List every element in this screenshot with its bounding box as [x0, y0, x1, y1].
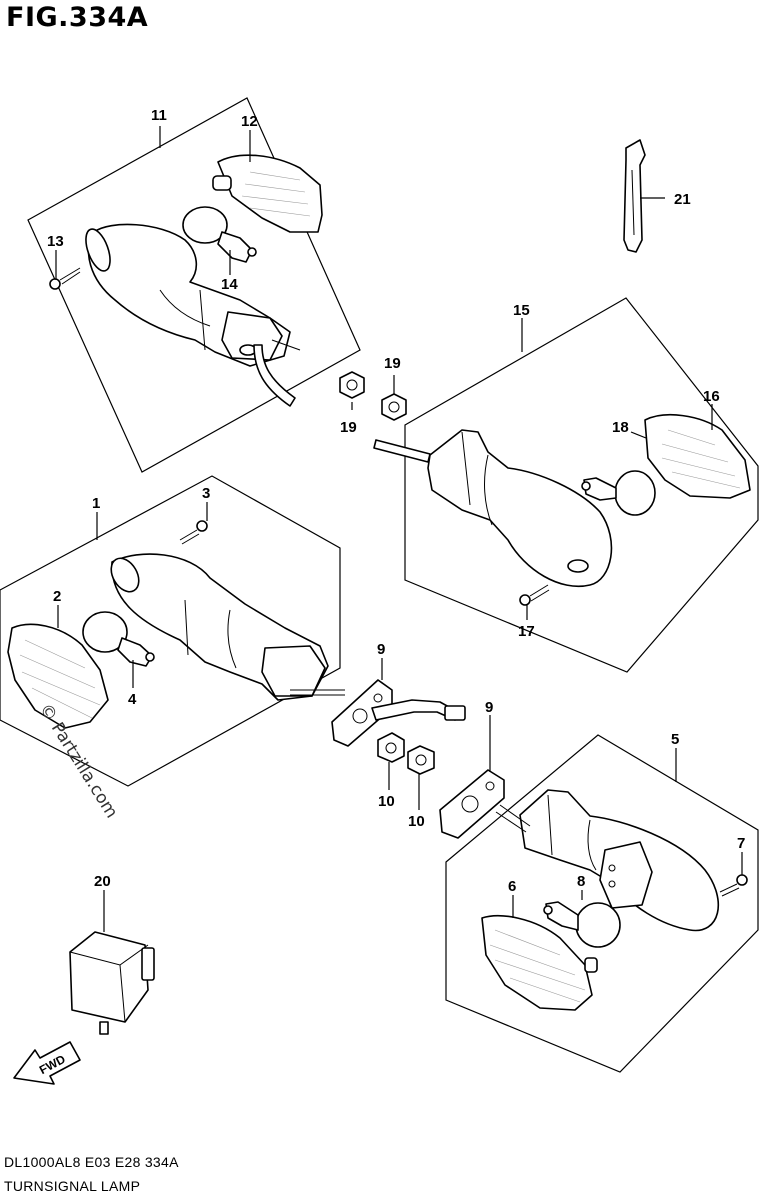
- plate-9-right: [439, 769, 505, 839]
- callout-19-right: 19: [384, 355, 401, 372]
- lens-12: [212, 154, 323, 233]
- callout-10-right: 10: [408, 813, 425, 830]
- turn-signal-lamp-assembly-11: [85, 223, 301, 407]
- turn-signal-lamp-assembly-1: [110, 553, 345, 701]
- figure-code-line: DL1000AL8 E03 E28 334A: [4, 1154, 179, 1170]
- callout-14: 14: [221, 276, 238, 293]
- screw-17: [519, 584, 550, 606]
- callout-8: 8: [577, 873, 585, 890]
- callout-17: 17: [518, 623, 535, 640]
- group-box-5: [445, 734, 759, 1073]
- group-box-1: [0, 475, 341, 787]
- callout-9-right: 9: [485, 699, 493, 716]
- figure-title: FIG.334A: [6, 2, 149, 33]
- callout-6: 6: [508, 878, 516, 895]
- callout-5: 5: [671, 731, 679, 748]
- nut-19-right: [381, 393, 407, 421]
- screw-7: [719, 874, 748, 897]
- relay-20: [69, 931, 155, 1035]
- wire-harness: [371, 699, 466, 721]
- nut-19-left: [339, 371, 365, 399]
- callout-20: 20: [94, 873, 111, 890]
- turn-signal-lamp-assembly-5: [495, 789, 720, 932]
- strap-21: [623, 139, 646, 253]
- lens-2: [7, 623, 109, 729]
- callout-7: 7: [737, 835, 745, 852]
- callout-16: 16: [703, 388, 720, 405]
- forward-direction-arrow: FWD: [13, 1041, 81, 1085]
- callout-1: 1: [92, 495, 100, 512]
- group-box-15: [404, 297, 759, 673]
- bulb-18: [581, 470, 656, 516]
- callout-21: 21: [674, 191, 691, 208]
- callout-11: 11: [151, 107, 167, 124]
- callout-12: 12: [241, 113, 258, 130]
- callout-labels: 11 12 13 14 19 19 15 16 18 17 21 1 3 2 4…: [47, 107, 745, 895]
- callout-4: 4: [128, 691, 137, 708]
- bulb-4: [82, 611, 155, 667]
- nut-10-right: [407, 745, 435, 775]
- leader-lines: [55, 126, 743, 932]
- screw-3: [179, 520, 208, 545]
- group-box-11: [27, 97, 361, 473]
- turn-signal-lamp-assembly-15: [373, 429, 613, 588]
- callout-9-left: 9: [377, 641, 385, 658]
- callout-19-left: 19: [340, 419, 357, 436]
- bulb-14: [182, 206, 257, 263]
- screw-13: [49, 267, 81, 290]
- lens-16: [644, 414, 751, 499]
- callout-10-left: 10: [378, 793, 395, 810]
- figure-name-line: TURNSIGNAL LAMP: [4, 1178, 141, 1194]
- bulb-8: [543, 901, 621, 948]
- callout-15: 15: [513, 302, 530, 319]
- nut-10-left: [377, 732, 405, 763]
- callout-18: 18: [612, 419, 629, 436]
- callout-13: 13: [47, 233, 64, 250]
- callout-3: 3: [202, 485, 210, 502]
- callout-2: 2: [53, 588, 61, 605]
- lens-6: [481, 915, 598, 1011]
